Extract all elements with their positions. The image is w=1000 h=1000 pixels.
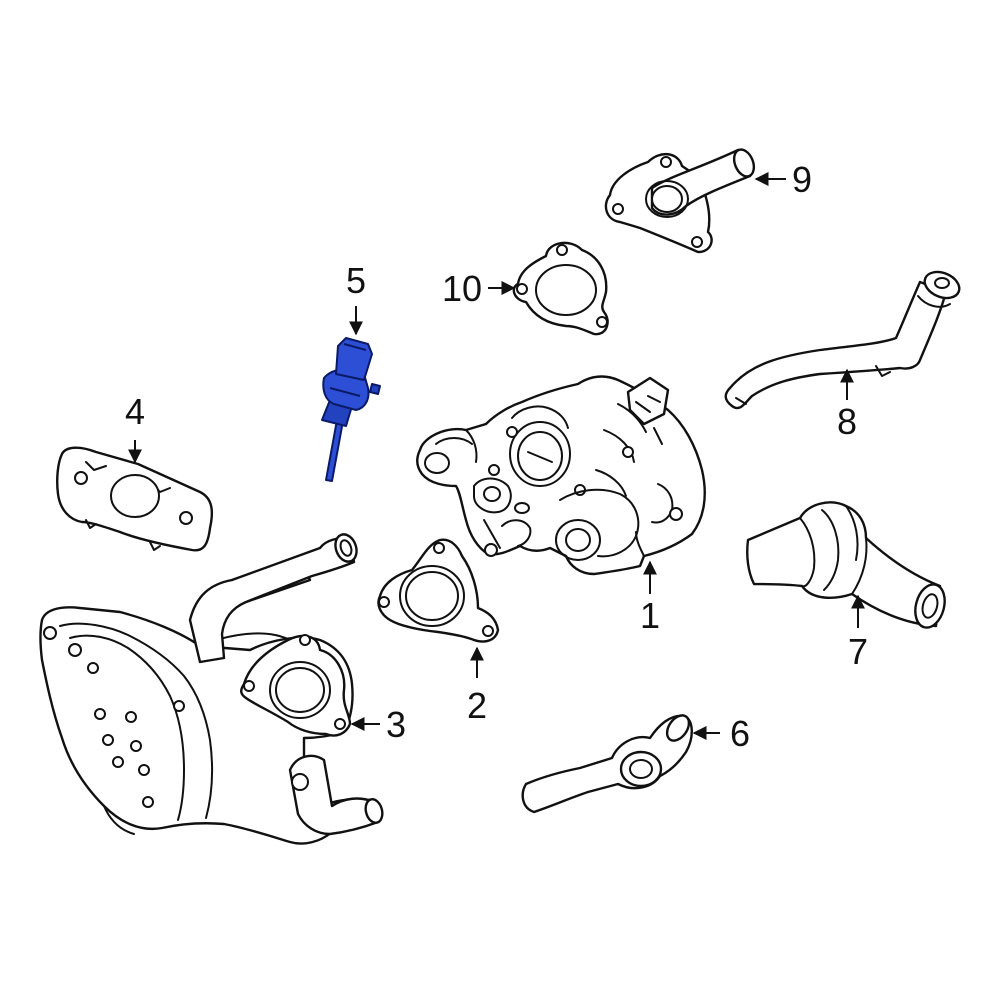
part-5-sensor [321, 337, 381, 482]
part-7-pipe [746, 501, 946, 629]
sensor-probe [325, 419, 344, 482]
callout-2: 2 [467, 685, 487, 726]
part-10-gasket [512, 241, 609, 336]
callout-4: 4 [125, 391, 145, 432]
part-6-hose [521, 714, 693, 814]
part-1-egr-valve [416, 375, 706, 576]
callout-labels: 1 2 3 4 5 6 7 8 9 10 [125, 159, 868, 754]
callout-3: 3 [386, 704, 406, 745]
callout-9: 9 [792, 159, 812, 200]
part-8-hose [724, 270, 961, 410]
sensor-body [335, 337, 373, 381]
part-2-gasket [377, 538, 500, 643]
callout-5: 5 [346, 260, 366, 301]
callout-7: 7 [848, 631, 868, 672]
callout-6: 6 [730, 713, 750, 754]
part-3-egr-cooler [39, 533, 384, 845]
part-9-water-outlet-pipe [604, 148, 756, 254]
part-4-gasket-plate [56, 446, 214, 552]
leader-lines [128, 172, 865, 740]
callout-10: 10 [442, 268, 482, 309]
callout-1: 1 [640, 595, 660, 636]
callout-8: 8 [837, 401, 857, 442]
